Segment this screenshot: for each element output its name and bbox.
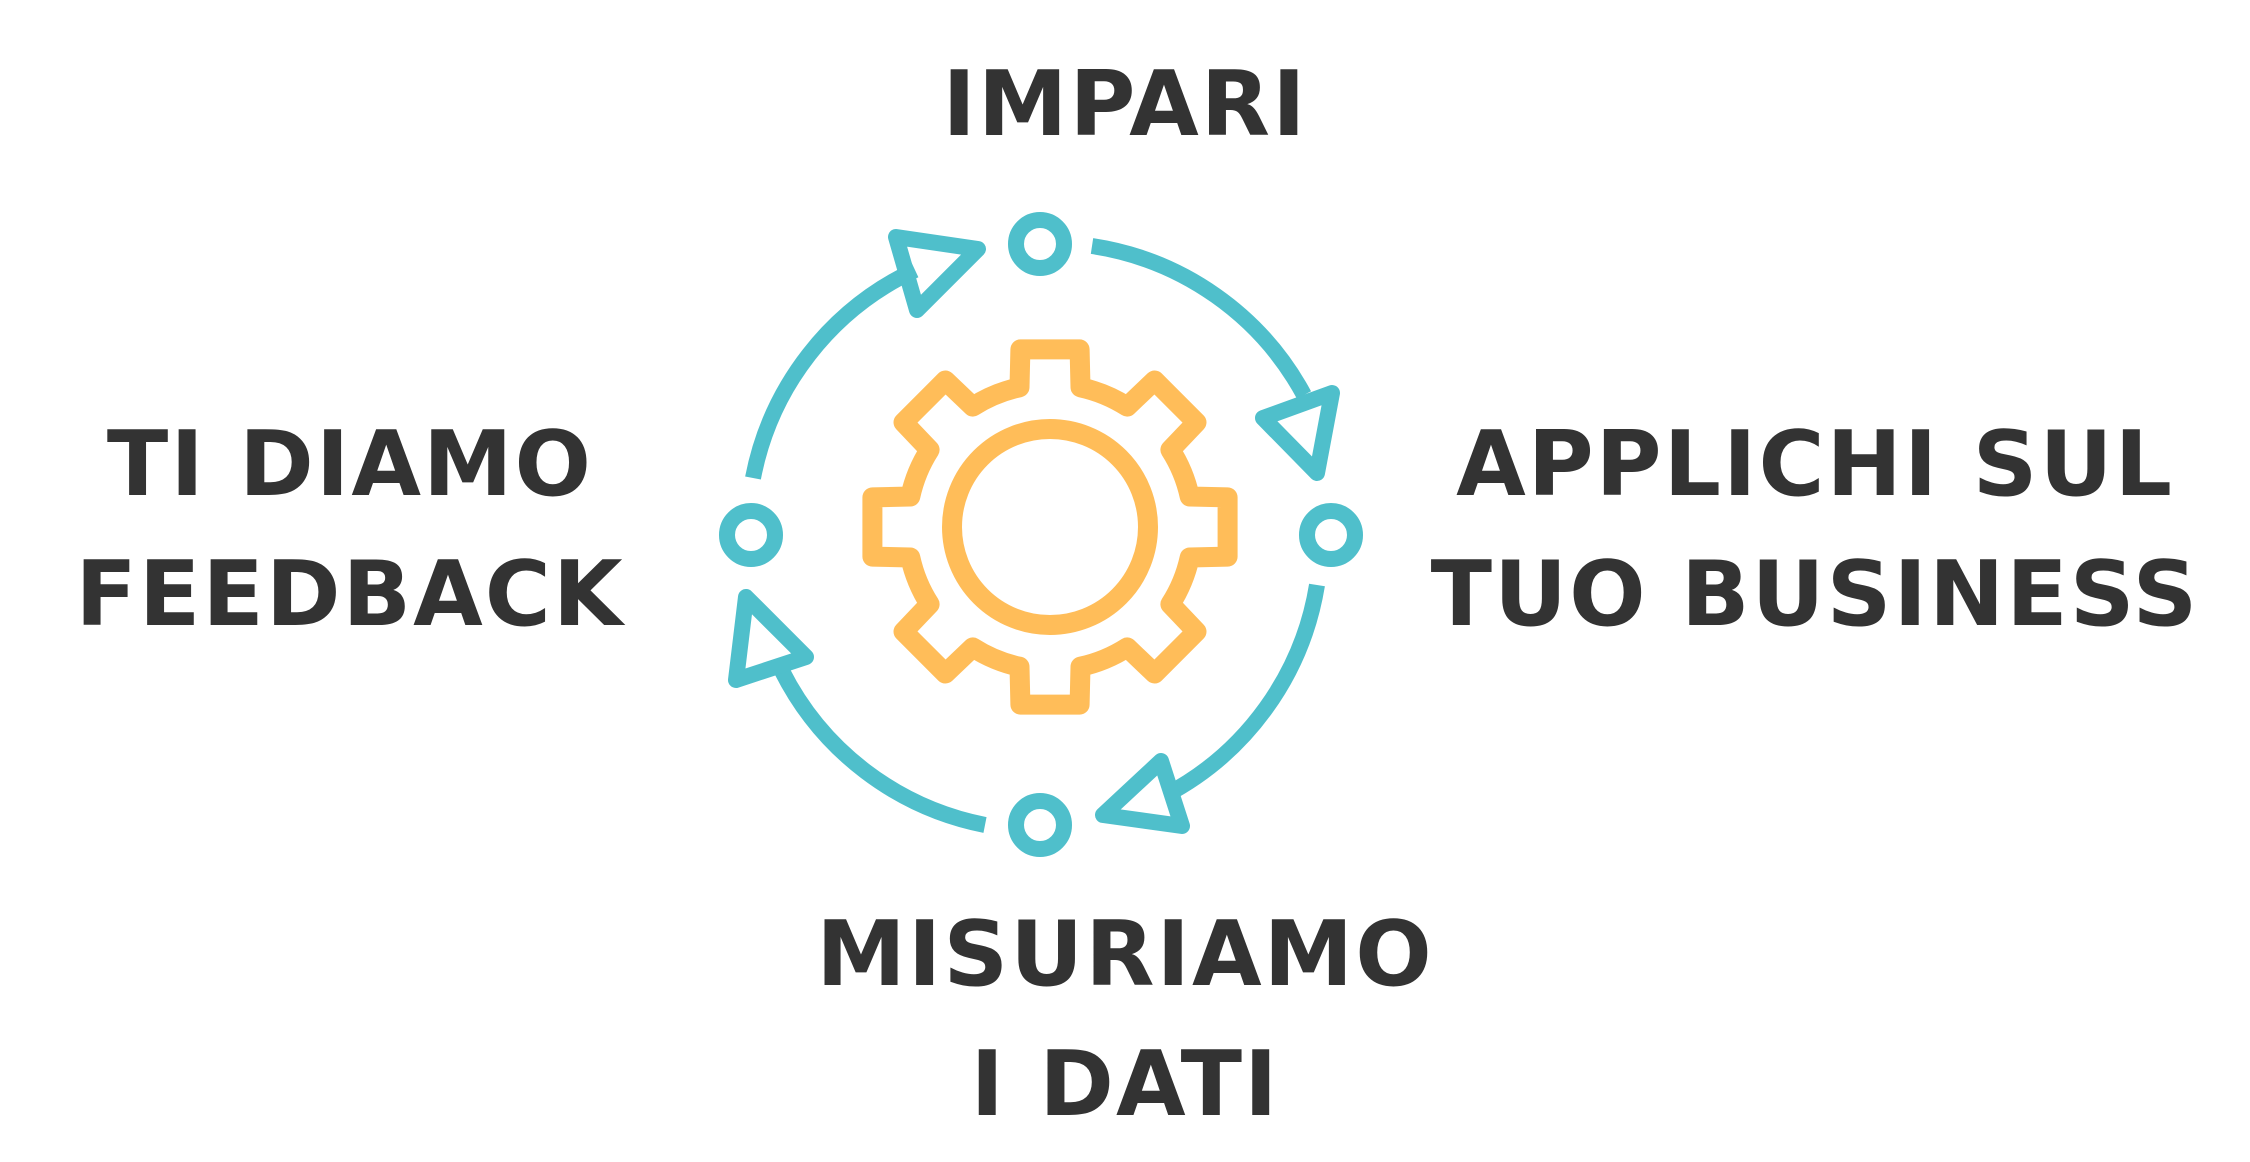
step-label-impari: IMPARI	[625, 40, 1625, 170]
step-label-line: IMPARI	[942, 52, 1308, 157]
node-bottom-icon	[1008, 793, 1072, 857]
step-label-feedback: TI DIAMO FEEDBACK	[10, 400, 690, 660]
arc-left-top	[745, 262, 919, 480]
cycle-nodes	[719, 212, 1363, 857]
cycle-arrowheads	[728, 229, 1340, 834]
arrow-bottom-icon	[1095, 753, 1190, 834]
node-left-icon	[719, 503, 783, 567]
step-label-line: APPLICHI SUL	[1456, 412, 2174, 517]
node-right-icon	[1299, 503, 1363, 567]
gear-hub	[942, 419, 1158, 635]
gear-icon	[862, 339, 1238, 715]
step-label-applichi: APPLICHI SUL TUO BUSINESS	[1390, 400, 2240, 660]
step-label-line: TI DIAMO	[106, 412, 594, 517]
step-label-misuriamo: MISURIAMO I DATI	[625, 890, 1625, 1150]
arrow-right-icon	[1255, 385, 1340, 481]
arc-top-right	[1090, 238, 1312, 399]
step-label-line: I DATI	[970, 1032, 1280, 1137]
step-label-line: FEEDBACK	[75, 542, 625, 647]
arc-right-bottom	[1162, 583, 1325, 803]
arrow-left-icon	[728, 589, 814, 688]
gear-outline	[862, 339, 1238, 715]
arrow-top-icon	[888, 229, 986, 318]
arc-bottom-left	[774, 667, 987, 833]
step-label-line: TUO BUSINESS	[1430, 542, 2200, 647]
node-top-icon	[1008, 212, 1072, 276]
step-label-line: MISURIAMO	[816, 902, 1434, 1007]
cycle-arcs	[745, 238, 1325, 833]
